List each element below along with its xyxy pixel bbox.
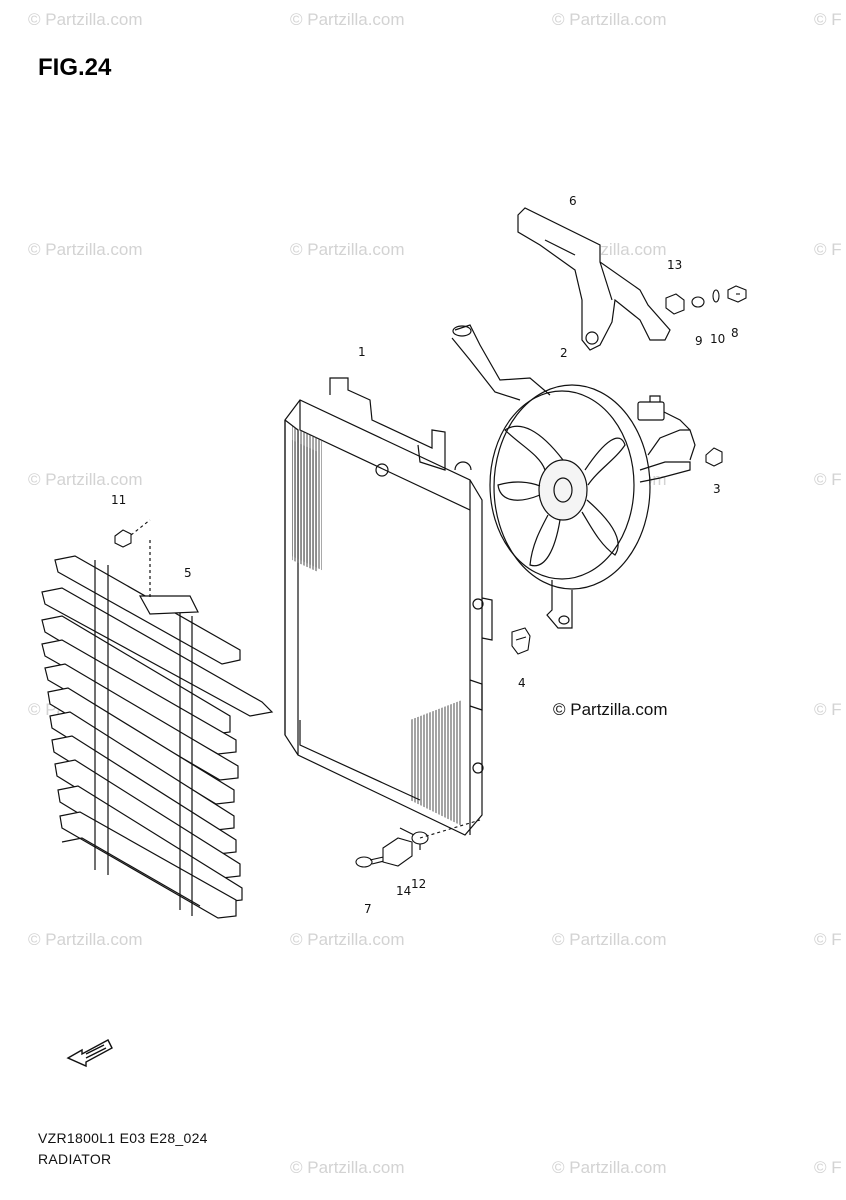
watermark: © F	[814, 700, 842, 719]
watermark: © Partzilla.com	[552, 1158, 667, 1177]
watermark: © F	[814, 1158, 842, 1177]
callout-9: 9	[695, 334, 703, 348]
figure-name: RADIATOR	[38, 1151, 112, 1167]
watermark: © Partzilla.com	[290, 930, 405, 949]
callout-1: 1	[358, 345, 366, 359]
figure-code: VZR1800L1 E03 E28_024	[38, 1130, 208, 1146]
callout-14: 14	[396, 884, 412, 898]
watermark: © Partzilla.com	[28, 930, 143, 949]
callout-3: 3	[713, 482, 721, 496]
watermark: © Partzilla.com	[552, 10, 667, 29]
watermark: © Partzilla.com	[28, 470, 143, 489]
callout-2: 2	[560, 346, 568, 360]
watermark: © F	[814, 10, 842, 29]
figure-title: FIG.24	[38, 54, 112, 81]
watermark: © F	[814, 470, 842, 489]
watermark: © Partzilla.com	[290, 10, 405, 29]
callout-12: 12	[411, 877, 427, 891]
callout-4: 4	[518, 676, 526, 690]
watermark: © Partzilla.com	[552, 930, 667, 949]
fan-bracket	[517, 207, 671, 351]
radiator-grille	[41, 540, 274, 919]
watermark: © Partzilla.com	[290, 1158, 405, 1177]
callout-8: 8	[731, 326, 739, 340]
hardware-parts	[114, 285, 747, 868]
callout-11: 11	[111, 493, 127, 507]
cooling-fan	[451, 324, 696, 629]
watermark: © F	[814, 240, 842, 259]
watermark: © Partzilla.com	[290, 240, 405, 259]
watermark: © Partzilla.com	[28, 240, 143, 259]
watermark: © Partzilla.com	[28, 10, 143, 29]
radiator-core	[284, 377, 493, 850]
callout-13: 13	[667, 258, 683, 272]
callout-7: 7	[364, 902, 372, 916]
copyright-text: © Partzilla.com	[553, 700, 668, 719]
callout-5: 5	[184, 566, 192, 580]
fwd-arrow-icon	[66, 1039, 113, 1068]
callout-10: 10	[710, 332, 726, 346]
watermark: © F	[814, 930, 842, 949]
callout-6: 6	[569, 194, 577, 208]
